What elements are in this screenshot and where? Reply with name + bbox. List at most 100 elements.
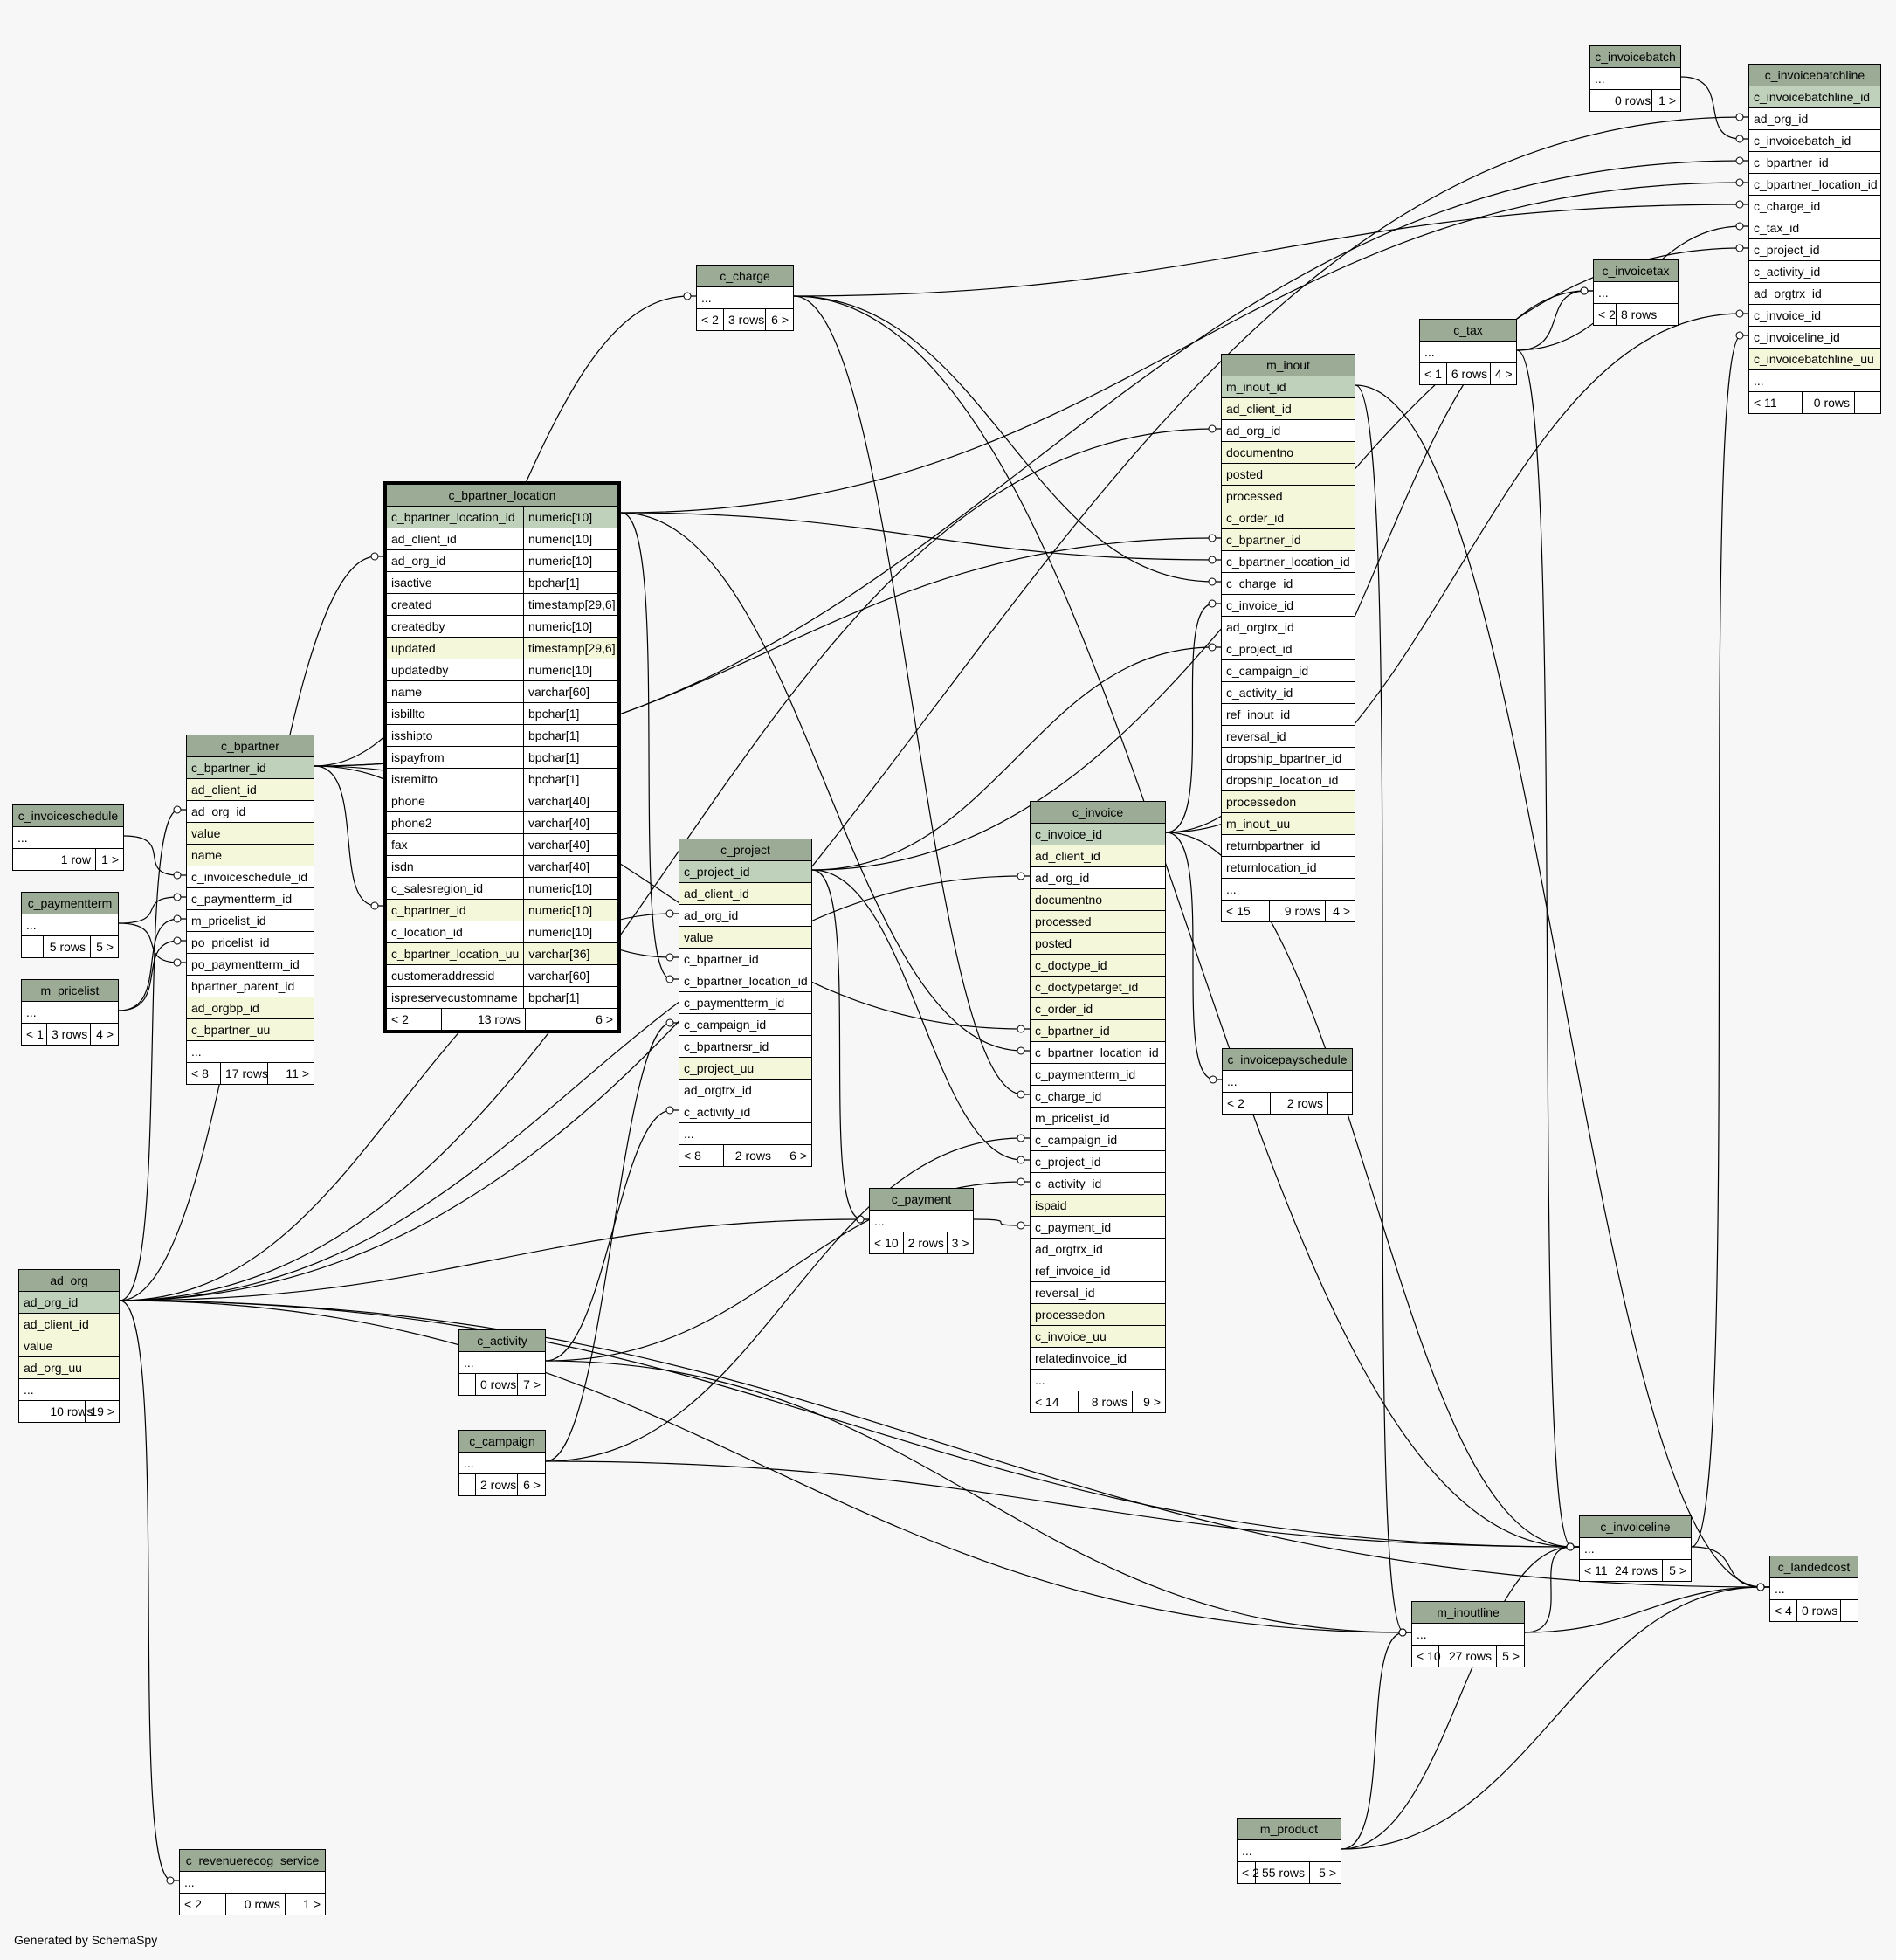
children-count[interactable]: 5 > — [90, 936, 118, 957]
column-row[interactable]: ... — [1031, 1370, 1165, 1391]
parents-count[interactable]: < 1 — [26, 1027, 44, 1041]
column-row[interactable]: c_invoice_id — [1749, 305, 1880, 327]
table-title[interactable]: c_invoiceline — [1580, 1516, 1691, 1538]
column-row[interactable]: c_project_id — [679, 861, 811, 883]
column-row[interactable]: reversal_id — [1031, 1282, 1165, 1304]
column-row[interactable]: ad_orgtrx_id — [1749, 283, 1880, 305]
table-title[interactable]: c_paymentterm — [22, 893, 118, 914]
children-count[interactable]: 6 > — [765, 309, 793, 330]
column-row[interactable]: c_campaign_id — [679, 1014, 811, 1036]
column-row[interactable]: ref_invoice_id — [1031, 1260, 1165, 1282]
column-row[interactable]: ... — [697, 287, 793, 309]
column-row[interactable]: c_invoiceline_id — [1749, 327, 1880, 349]
parents-count[interactable]: < 2 — [391, 1012, 409, 1026]
column-row[interactable]: c_invoicebatchline_id — [1749, 86, 1880, 108]
parents-count[interactable]: < 2 — [1598, 307, 1616, 321]
children-count[interactable]: 1 > — [1651, 90, 1680, 111]
column-row[interactable]: ... — [1420, 342, 1516, 363]
column-row[interactable]: c_charge_id — [1749, 196, 1880, 217]
parents-count[interactable]: < 4 — [1775, 1604, 1792, 1618]
table-title[interactable]: c_bpartner — [187, 735, 314, 757]
table-title[interactable]: m_inoutline — [1412, 1602, 1524, 1624]
table-title[interactable]: c_invoicebatch — [1590, 46, 1680, 68]
table-title[interactable]: c_payment — [870, 1189, 973, 1211]
children-count[interactable]: 9 > — [1132, 1391, 1165, 1412]
column-row[interactable]: posted — [1031, 933, 1165, 955]
column-row[interactable]: ad_client_id — [187, 779, 314, 801]
table-title[interactable]: m_product — [1238, 1819, 1341, 1840]
table-title[interactable]: c_charge — [697, 266, 793, 287]
parents-count[interactable]: < 1 — [1424, 367, 1442, 381]
column-row[interactable]: m_inout_id — [1222, 376, 1355, 398]
column-row[interactable]: relatedinvoice_id — [1031, 1348, 1165, 1370]
column-row[interactable]: ... — [187, 1041, 314, 1063]
column-row[interactable]: c_bpartner_id — [1031, 1020, 1165, 1042]
column-row[interactable]: c_invoice_uu — [1031, 1326, 1165, 1348]
children-count[interactable] — [1840, 1600, 1858, 1621]
column-row[interactable]: ... — [1594, 282, 1678, 304]
parents-count[interactable]: < 10 — [874, 1236, 899, 1250]
children-count[interactable]: 5 > — [1496, 1646, 1524, 1667]
parents-count[interactable]: < 8 — [684, 1149, 701, 1163]
column-row[interactable]: ad_client_id — [679, 883, 811, 905]
children-count[interactable]: 6 > — [517, 1474, 545, 1495]
children-count[interactable] — [1854, 392, 1880, 413]
column-row[interactable]: dropship_bpartner_id — [1222, 748, 1355, 770]
table-title[interactable]: c_tax — [1420, 320, 1516, 342]
table-title[interactable]: m_inout — [1222, 355, 1355, 376]
column-row[interactable]: ... — [870, 1211, 973, 1232]
parents-count[interactable]: < 2 — [1242, 1866, 1259, 1880]
column-row[interactable]: ispaid — [1031, 1195, 1165, 1217]
column-row[interactable]: ... — [13, 827, 123, 849]
column-row[interactable]: bpartner_parent_id — [187, 976, 314, 997]
table-title[interactable]: c_bpartner_location — [387, 485, 617, 507]
column-row[interactable]: c_activity_id — [679, 1101, 811, 1123]
column-row[interactable]: c_bpartner_id — [679, 949, 811, 970]
table-title[interactable]: c_invoicepayschedule — [1223, 1049, 1352, 1071]
column-row[interactable]: c_campaign_id — [1222, 660, 1355, 682]
parents-count[interactable]: < 14 — [1035, 1395, 1059, 1409]
children-count[interactable]: 4 > — [1489, 363, 1517, 384]
column-row[interactable]: c_invoicebatch_id — [1749, 130, 1880, 152]
parents-count[interactable]: < 10 — [1417, 1649, 1441, 1663]
children-count[interactable]: 6 > — [776, 1145, 811, 1166]
table-title[interactable]: c_invoice — [1031, 802, 1165, 824]
table-title[interactable]: c_activity — [459, 1330, 545, 1352]
table-title[interactable]: c_campaign — [459, 1431, 545, 1453]
table-title[interactable]: c_revenuerecog_service — [180, 1850, 325, 1872]
parents-count[interactable] — [22, 936, 43, 957]
column-row[interactable]: ad_org_id — [19, 1292, 119, 1314]
column-row[interactable]: c_activity_id — [1222, 682, 1355, 704]
column-row[interactable]: returnlocation_id — [1222, 857, 1355, 879]
column-row[interactable]: c_bpartner_id — [1749, 152, 1880, 174]
column-row[interactable]: dropship_location_id — [1222, 770, 1355, 791]
column-row[interactable]: c_invoice_id — [1222, 595, 1355, 617]
